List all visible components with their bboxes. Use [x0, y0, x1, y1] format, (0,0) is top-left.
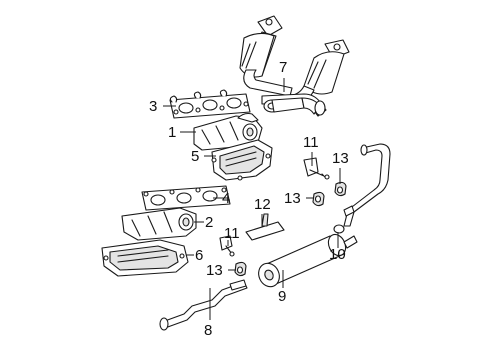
exhaust-manifold-upper: [193, 112, 263, 151]
callout-4: 4: [222, 190, 231, 207]
callout-9: 9: [278, 288, 287, 305]
callout-2: 2: [205, 214, 214, 231]
heat-shield-lower: [101, 239, 189, 277]
callout-11-lower: 11: [224, 225, 240, 242]
catalytic-converter-y-pipe: [239, 15, 350, 117]
exhaust-manifold-lower: [121, 207, 197, 241]
leader-lines: [163, 78, 341, 320]
rubber-isolator-b: [312, 191, 325, 207]
callout-11-upper: 11: [303, 134, 319, 151]
callout-5: 5: [191, 148, 200, 165]
callout-13-lower: 13: [206, 262, 223, 279]
hanger-bracket-upper: [303, 157, 330, 180]
callout-13-middle: 13: [284, 190, 301, 207]
callout-6: 6: [195, 247, 204, 264]
muffler-hanger-bracket: [245, 213, 285, 241]
exhaust-manifold-gasket-upper: [169, 89, 251, 119]
tailpipe: [333, 143, 391, 234]
callout-3: 3: [149, 98, 158, 115]
callout-7: 7: [279, 59, 288, 76]
rubber-isolator-c: [234, 261, 247, 277]
callout-10: 10: [329, 246, 346, 263]
rubber-isolator-a: [334, 181, 347, 197]
callout-13-upper: 13: [332, 150, 349, 167]
hanger-bracket-lower: [219, 235, 235, 257]
callout-8: 8: [204, 322, 213, 339]
callout-1: 1: [168, 124, 177, 141]
intermediate-pipe: [159, 279, 248, 331]
exhaust-manifold-gasket-lower: [141, 185, 231, 211]
callout-12: 12: [254, 196, 271, 213]
heat-shield-upper: [211, 139, 273, 181]
